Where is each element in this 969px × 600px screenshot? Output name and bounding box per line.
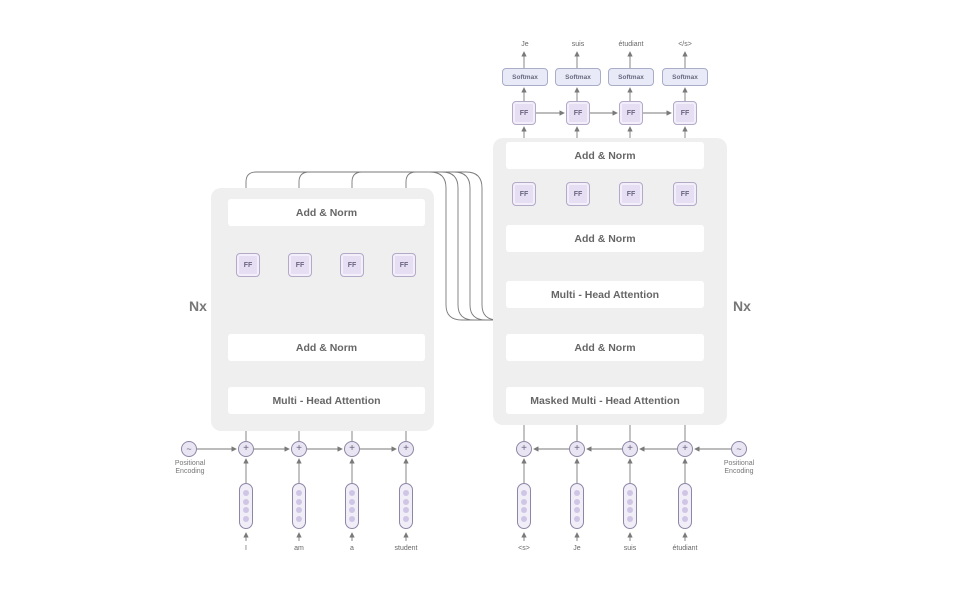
decoder-nx-label: Nx — [733, 298, 751, 314]
encoder-input-word-3: a — [350, 545, 354, 552]
decoder-add-circle-3: + — [622, 441, 638, 457]
decoder-embedding-4 — [678, 483, 692, 529]
output-ff-2: FF — [566, 101, 590, 125]
decoder-positional-encoding-label: Positional Encoding — [709, 460, 769, 476]
decoder-embedding-1 — [517, 483, 531, 529]
decoder-embedding-2 — [570, 483, 584, 529]
encoder-pe-line2: Encoding — [175, 468, 205, 475]
encoder-embedding-1 — [239, 483, 253, 529]
decoder-add-norm-bottom: Add & Norm — [506, 334, 704, 361]
encoder-embedding-2 — [292, 483, 306, 529]
decoder-input-word-3: suis — [623, 545, 637, 552]
encoder-multi-head-attention: Multi - Head Attention — [228, 387, 425, 414]
encoder-pe-line1: Positional — [174, 460, 206, 467]
encoder-add-circle-4: + — [398, 441, 414, 457]
encoder-embedding-4 — [399, 483, 413, 529]
encoder-to-decoder-curve-3 — [351, 171, 551, 321]
softmax-1: Softmax — [502, 68, 548, 86]
output-word-1: Je — [521, 41, 529, 48]
softmax-2: Softmax — [555, 68, 601, 86]
encoder-input-word-1: I — [245, 545, 247, 552]
output-word-2: suis — [571, 41, 585, 48]
encoder-add-norm-bottom: Add & Norm — [228, 334, 425, 361]
decoder-add-norm-middle: Add & Norm — [506, 225, 704, 252]
encoder-add-circle-2: + — [291, 441, 307, 457]
encoder-ff-2: FF — [288, 253, 312, 277]
decoder-masked-multi-head-attention: Masked Multi - Head Attention — [506, 387, 704, 414]
output-word-4: </s> — [678, 41, 692, 48]
encoder-embedding-3 — [345, 483, 359, 529]
output-ff-1: FF — [512, 101, 536, 125]
encoder-add-norm-top: Add & Norm — [228, 199, 425, 226]
decoder-positional-encoding-icon: ~ — [731, 441, 747, 457]
decoder-input-word-1: <s> — [518, 545, 530, 552]
encoder-nx-label: Nx — [189, 298, 207, 314]
encoder-ff-4: FF — [392, 253, 416, 277]
encoder-add-circle-3: + — [344, 441, 360, 457]
decoder-add-norm-top: Add & Norm — [506, 142, 704, 169]
decoder-input-word-4: étudiant — [672, 545, 698, 552]
output-ff-4: FF — [673, 101, 697, 125]
encoder-ff-1: FF — [236, 253, 260, 277]
decoder-input-word-2: Je — [573, 545, 581, 552]
encoder-add-circle-1: + — [238, 441, 254, 457]
output-word-3: étudiant — [618, 41, 644, 48]
decoder-ff-1: FF — [512, 182, 536, 206]
decoder-pe-line1: Positional — [723, 460, 755, 467]
decoder-add-circle-4: + — [677, 441, 693, 457]
decoder-add-circle-2: + — [569, 441, 585, 457]
output-ff-3: FF — [619, 101, 643, 125]
decoder-ff-3: FF — [619, 182, 643, 206]
encoder-to-decoder-curve-4 — [405, 171, 565, 321]
encoder-positional-encoding-icon: ~ — [181, 441, 197, 457]
decoder-ff-2: FF — [566, 182, 590, 206]
encoder-to-decoder-curve-2 — [298, 171, 537, 321]
encoder-input-word-4: student — [394, 545, 418, 552]
softmax-3: Softmax — [608, 68, 654, 86]
decoder-embedding-3 — [623, 483, 637, 529]
softmax-4: Softmax — [662, 68, 708, 86]
decoder-pe-line2: Encoding — [724, 468, 754, 475]
decoder-add-circle-1: + — [516, 441, 532, 457]
decoder-ff-4: FF — [673, 182, 697, 206]
encoder-input-word-2: am — [294, 545, 304, 552]
encoder-to-decoder-curve-1 — [245, 171, 523, 321]
encoder-ff-3: FF — [340, 253, 364, 277]
decoder-multi-head-attention: Multi - Head Attention — [506, 281, 704, 308]
encoder-positional-encoding-label: Positional Encoding — [160, 460, 220, 476]
